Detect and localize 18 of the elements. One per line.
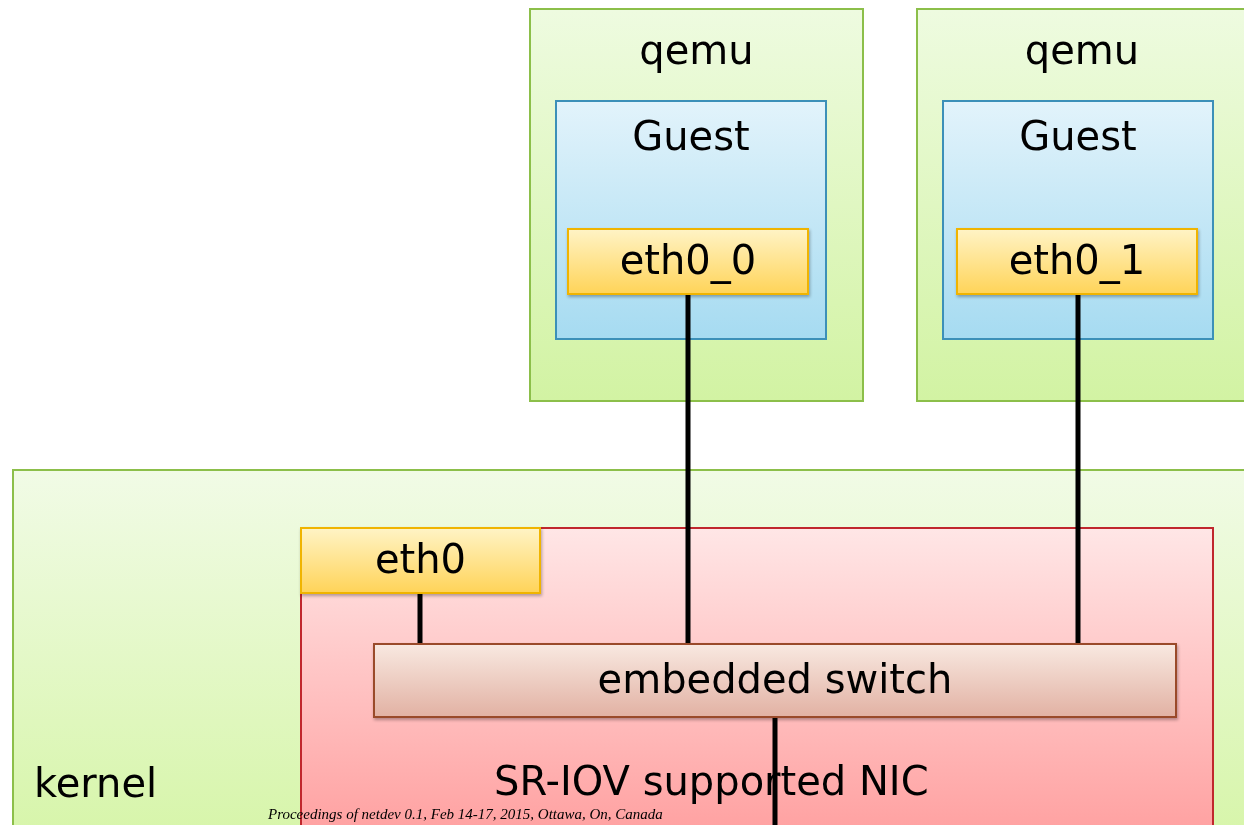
interface-box xyxy=(956,228,1198,295)
node-label: eth0 xyxy=(373,538,468,579)
qemu-container-box xyxy=(916,8,1244,402)
kernel-region xyxy=(12,469,1244,825)
node-label: Guest xyxy=(1018,116,1138,156)
interface-box xyxy=(567,228,809,295)
footnote: Proceedings of netdev 0.1, Feb 14-17, 2015, Ottawa, On, Canada xyxy=(268,806,663,823)
node-label: kernel xyxy=(34,763,158,803)
guest-vm-box xyxy=(555,100,827,340)
guest-vm-box xyxy=(942,100,1214,340)
connector-line xyxy=(417,594,423,643)
node-label: embedded switch xyxy=(596,658,954,699)
qemu-container-box xyxy=(529,8,864,402)
connector-line xyxy=(685,295,691,643)
switch-box xyxy=(373,643,1177,718)
connector-line xyxy=(1075,295,1081,643)
node-label: Guest xyxy=(631,116,751,156)
interface-box xyxy=(300,527,541,594)
